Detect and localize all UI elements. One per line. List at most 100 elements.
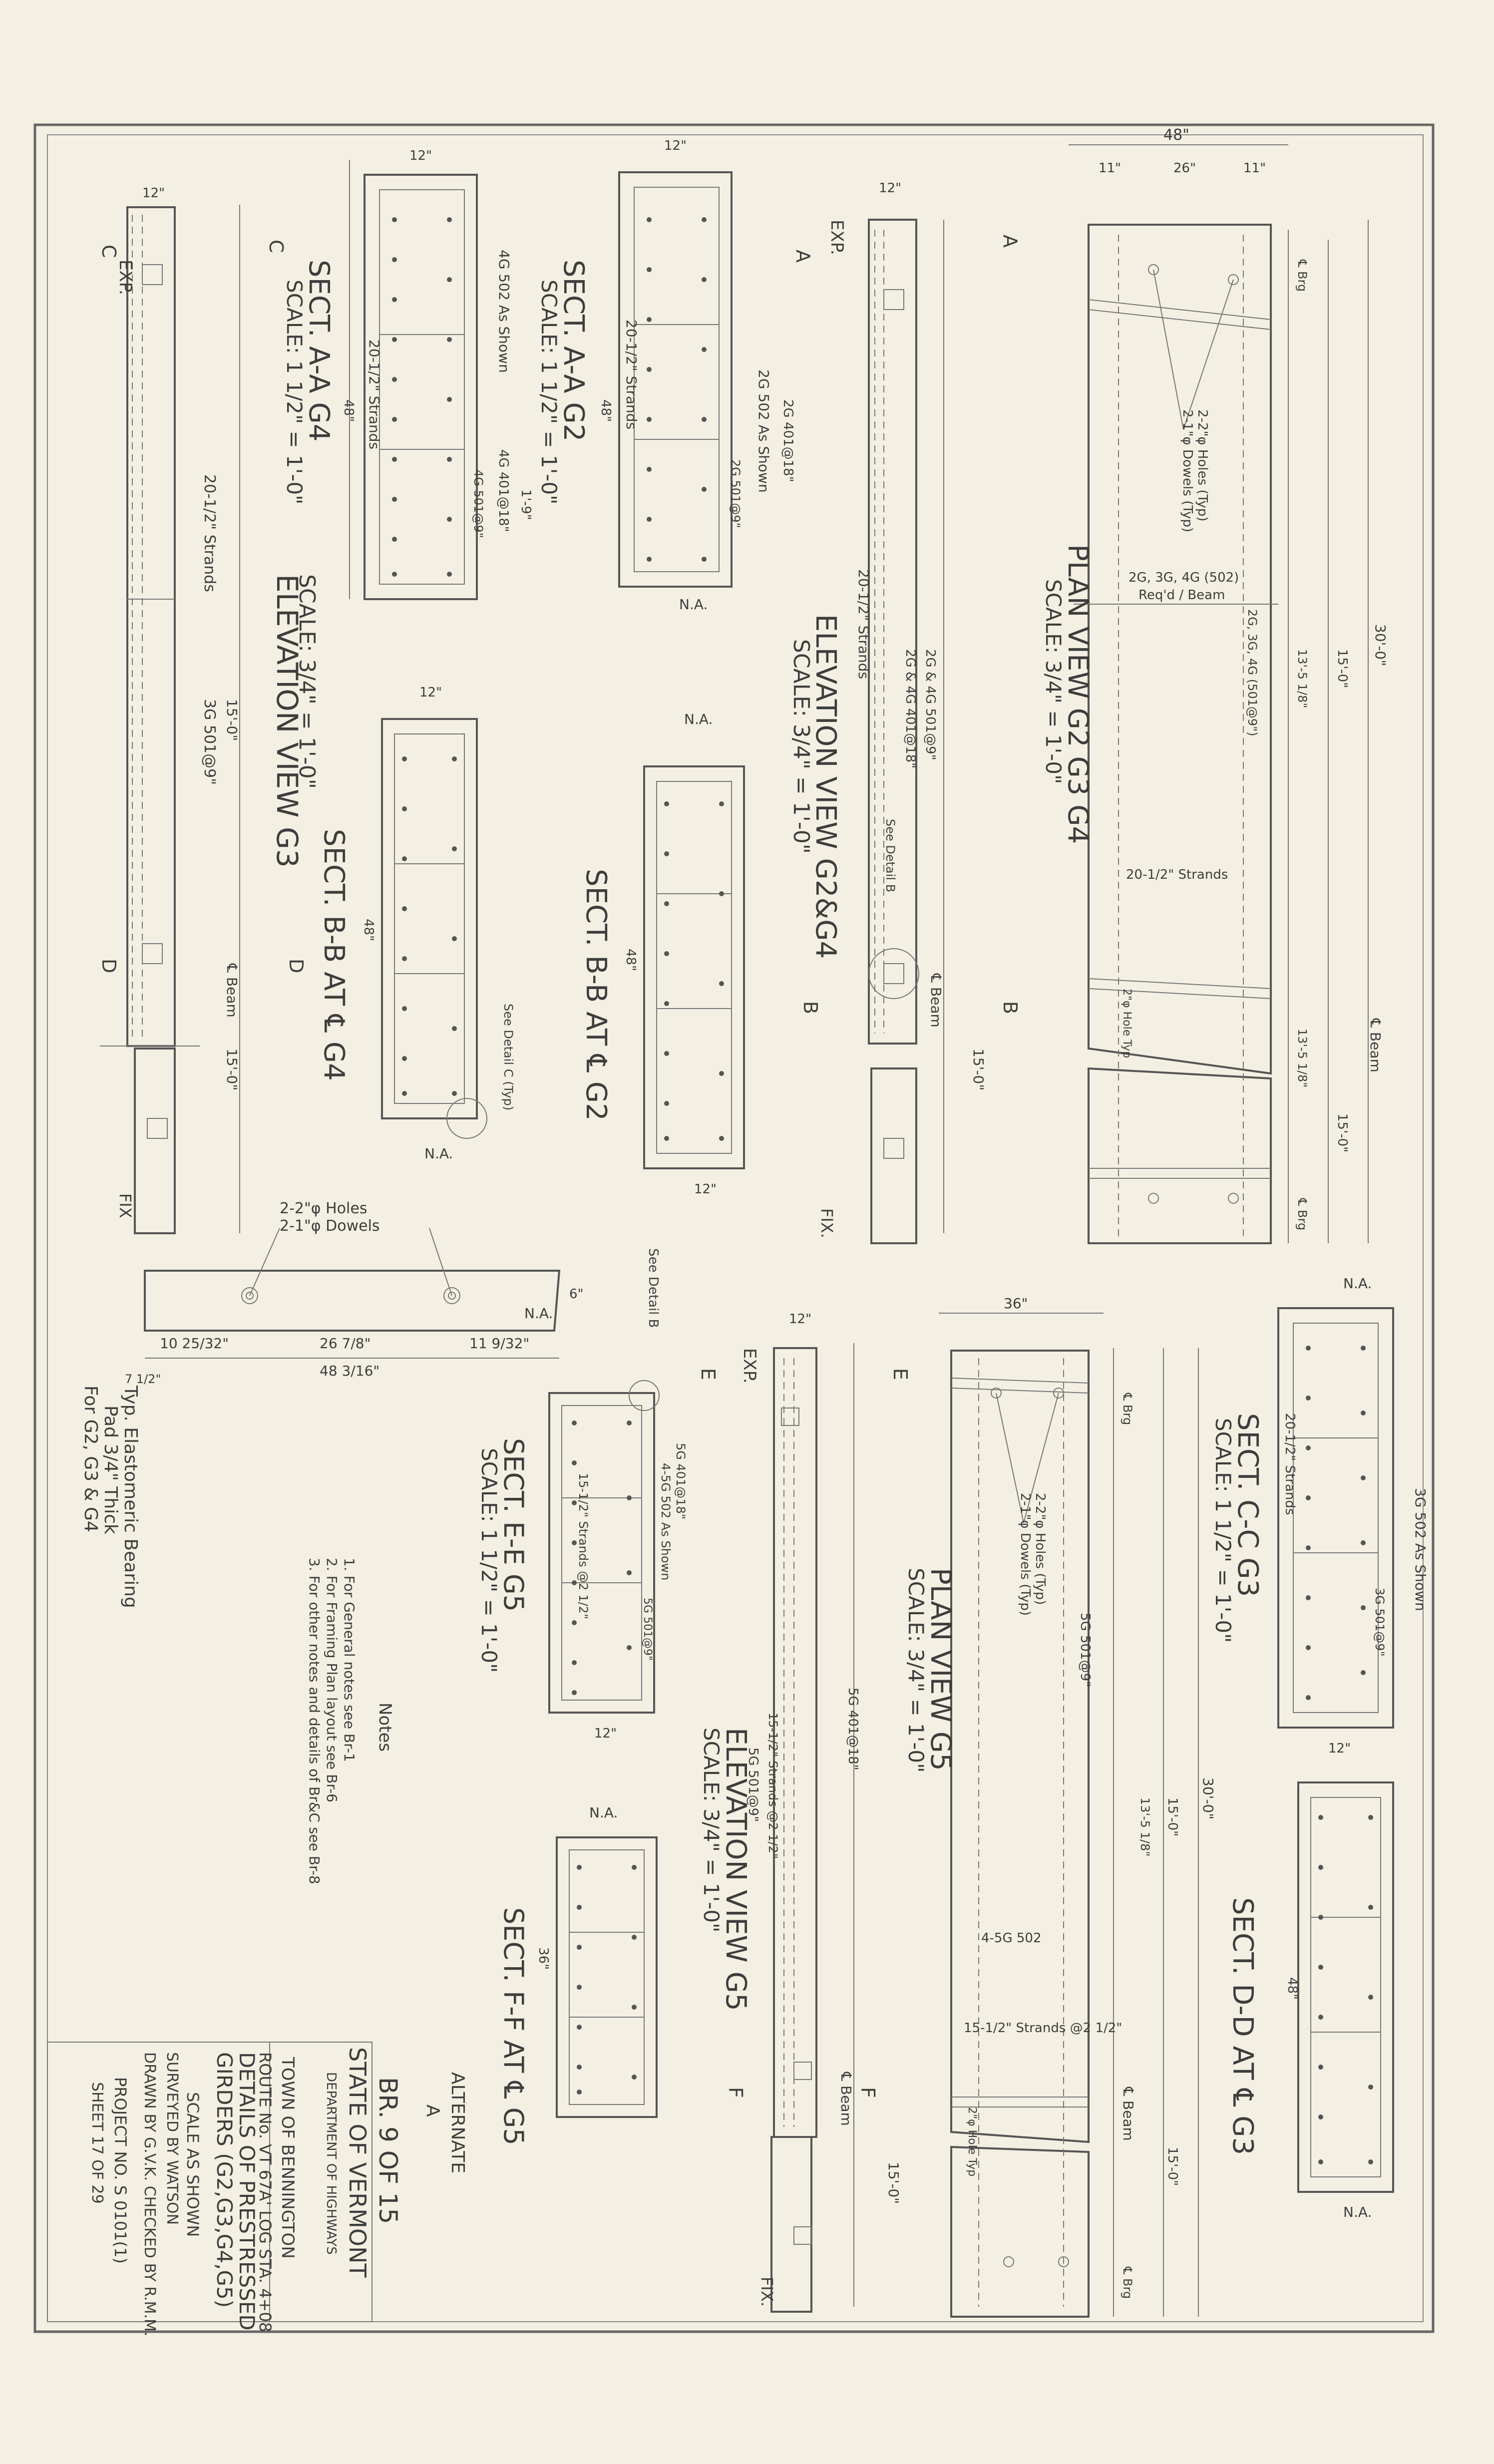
sect-bb-g4-na: N.A. [424, 1145, 453, 1162]
title-bridge-no: BR. 9 OF 15 [374, 2077, 402, 2224]
sect-ff-g5-strand-dots [577, 1865, 637, 2095]
title-town: TOWN OF BENNINGTON [278, 2057, 298, 2259]
notes-block: Notes 1. For General notes see Br-1 2. F… [306, 1558, 395, 1884]
plan-g234-bars2: Req'd / Beam [1138, 588, 1225, 603]
sect-aa-g4-title: SECT. A-A G4 [303, 260, 335, 441]
plan-g5-scale: SCALE: 3/4" = 1'-0" [904, 1568, 928, 1772]
sect-cc-g3-strand-dots [1306, 1346, 1366, 1700]
sect-ee-g5-bars2: 4-5G 502 As Shown [659, 1463, 673, 1580]
bearing-pad-detail: 2-2"φ Holes 2-1"φ Dowels 10 25/32" 26 7/… [80, 1200, 584, 1608]
pad-thickness-dim: 6" [569, 1287, 584, 1302]
pad-d2: 26 7/8" [320, 1335, 371, 1352]
elev-g2g4-strands: 20-1/2" Strands [855, 569, 872, 679]
sect-aa-g2-scale: SCALE: 1 1/2" = 1'-0" [537, 280, 561, 505]
plan-g234-title: PLAN VIEW G2 G3 G4 [1062, 544, 1094, 844]
plan-g234-seg2: 13'-5 1/8" [1295, 1029, 1309, 1087]
pad-dowels: 2-1"φ Dowels [280, 1217, 380, 1235]
elev-g3-width: 12" [142, 186, 165, 201]
plan-g5-half2: 15'-0" [1165, 2147, 1180, 2186]
sect-ff-g5-na: N.A. [589, 1804, 618, 1821]
sect-bb-g2-strand-dots [664, 801, 724, 1141]
elev-g2g4-width: 12" [879, 181, 901, 196]
sect-dd-g3-width: 48" [1285, 1977, 1300, 2000]
plan-g234-dowels: 2-1"φ Dowels (Typ) [1180, 409, 1195, 532]
elev-g2g4-detail: See Detail B [883, 819, 897, 892]
note-3: 3. For other notes and details of Br&C s… [306, 1558, 323, 1884]
elev-g5-cut-e-left: E [697, 1368, 719, 1380]
sect-bb-g4-width: 12" [419, 685, 442, 700]
elev-g5-width: 12" [789, 1312, 811, 1327]
pad-title2: Pad 3/4" Thick [100, 1406, 121, 1534]
pad-title3: For G2, G3 & G4 [80, 1386, 101, 1532]
sect-bb-g4-detail: See Detail C (Typ) [501, 1004, 515, 1110]
sect-aa-g4-width: 12" [409, 148, 432, 163]
title-line1: DETAILS OF PRESTRESSED [235, 2052, 259, 2331]
elev-g2g4-title: ELEVATION VIEW G2&G4 [809, 614, 842, 959]
sect-aa-g2-bars3: 2G 501@9" [729, 459, 743, 528]
elev-g5-beam: ℄ Beam [838, 2072, 854, 2126]
elev-g3-strands: 20-1/2" Strands [201, 474, 218, 592]
elev-g2g4-cut-b-right: B [999, 1001, 1021, 1014]
title-route: ROUTE No. VT 67A' LOG STA. 4+08 [256, 2052, 275, 2332]
plan-g5-brg1: ℄ Brg [1120, 1393, 1134, 1425]
elev-g2g4-cut-a-left: A [792, 250, 814, 263]
sect-ee-g5-bars1: 5G 401@18" [674, 1443, 688, 1519]
plan-g5-total: 30'-0" [1200, 1777, 1216, 1819]
sheet-inner-border [47, 134, 1424, 2322]
elev-g5-bars1: 5G 501@9" [746, 1748, 760, 1822]
elev-g5-cut-f-left: F [725, 2087, 747, 2098]
elev-g5-cut-f-right: F [857, 2087, 879, 2098]
sect-aa-g2-bars1: 2G 502 As Shown [755, 369, 772, 493]
sect-cc-g3-title: SECT. C-C G3 [1231, 1413, 1264, 1597]
elevation-view-g2-g4: 12" EXP. A A B B 20-1/2" Strands 2G & 4G… [788, 181, 1021, 1244]
plan-g5-bars1: 5G 501@9" [1078, 1613, 1093, 1687]
sect-aa-g4-height: 48" [341, 399, 356, 422]
elev-g3-title: ELEVATION VIEW G3 [270, 574, 304, 868]
sect-aa-g4-strands: 20-1/2" Strands [366, 340, 382, 449]
title-surveyed: SURVEYED BY WATSON [163, 2052, 181, 2225]
elev-g3-dim2: 15'-0" [224, 1049, 240, 1090]
sect-aa-g4-strand-dots [392, 217, 452, 577]
plan-g5-bars2: 4-5G 502 [981, 1931, 1042, 1946]
pad-holes: 2-2"φ Holes [280, 1200, 367, 1217]
plan-g5-brg2: ℄ Brg [1120, 2266, 1134, 2299]
note-2: 2. For Framing Plan layout see Br-6 [324, 1558, 340, 1802]
plan-g5-half1: 15'-0" [1165, 1797, 1180, 1836]
sect-bb-g2-height: 48" [623, 949, 638, 971]
sect-aa-g2-width: 12" [664, 138, 687, 153]
sect-cc-g3-scale: SCALE: 1 1/2" = 1'-0" [1211, 1418, 1235, 1643]
pad-title1: Typ. Elastomeric Bearing [120, 1385, 141, 1608]
section-aa-g2: 12" 48" 20-1/2" Strands 2G 502 As Shown … [537, 138, 795, 613]
plan-g5-holes: 2-2"φ Holes (Typ) [1033, 1493, 1048, 1605]
elev-g5-scale: SCALE: 3/4" = 1'-0" [699, 1728, 724, 1932]
pad-d3: 11 9/32" [469, 1335, 529, 1352]
plan-g234-w1: 11" [1099, 161, 1121, 176]
title-alternate: ALTERNATE [447, 2072, 468, 2173]
title-line2: GIRDERS (G2,G3,G4,G5) [212, 2052, 237, 2308]
plan-g234-scale: SCALE: 3/4" = 1'-0" [1041, 579, 1066, 784]
title-state: STATE OF VERMONT [344, 2047, 371, 2278]
elev-g2g4-beam: ℄ Beam [928, 973, 944, 1028]
plan-g234-w2: 26" [1173, 161, 1196, 176]
elev-g3-dim1: 15'-0" [224, 699, 240, 741]
elev-g2g4-cut-b-left: B [799, 1001, 821, 1014]
elev-g5-strands: 15-1/2" Strands @2 1/2" [766, 1713, 780, 1859]
section-aa-g4: 12" 48" 20-1/2" Strands 4G 502 As Shown … [282, 148, 533, 600]
sect-dd-g3-title: SECT. D-D AT ℄ G3 [1226, 1897, 1259, 2155]
sect-cc-g3-width: 12" [1328, 1741, 1351, 1756]
section-bb-g2: N.A. 48" 12" SECT. B-B AT ℄ G2 [580, 711, 745, 1197]
plan-g234-half2: 15'-0" [1335, 1113, 1350, 1152]
title-drawn: DRAWN BY G.V.K. CHECKED BY R.M.M. [141, 2052, 158, 2336]
sect-bb-g4-title: SECT. B-B AT ℄ G4 [318, 829, 350, 1081]
elev-g2g4-scale: SCALE: 3/4" = 1'-0" [788, 639, 814, 854]
sect-cc-g3-bars1: 3G 502 As Shown [1412, 1488, 1429, 1611]
sect-ee-g5-bars3: 5G 501@9" [641, 1598, 654, 1661]
sect-aa-g4-bars1: 4G 502 As Shown [496, 250, 512, 373]
notes-heading: Notes [375, 1703, 395, 1752]
elev-g3-cut-d-left: D [98, 959, 120, 973]
elev-g3-exp: EXP. [115, 260, 135, 295]
elevation-view-g5: 12" EXP. E E F F 15-1/2" Strands @2 1/2"… [697, 1312, 911, 2313]
plan-g234-brg2: ℄ Brg [1295, 1198, 1309, 1230]
plan-g234-strands: 20-1/2" Strands [1126, 867, 1228, 882]
plan-g5-dowels: 2-1"φ Dowels (Typ) [1018, 1493, 1033, 1616]
